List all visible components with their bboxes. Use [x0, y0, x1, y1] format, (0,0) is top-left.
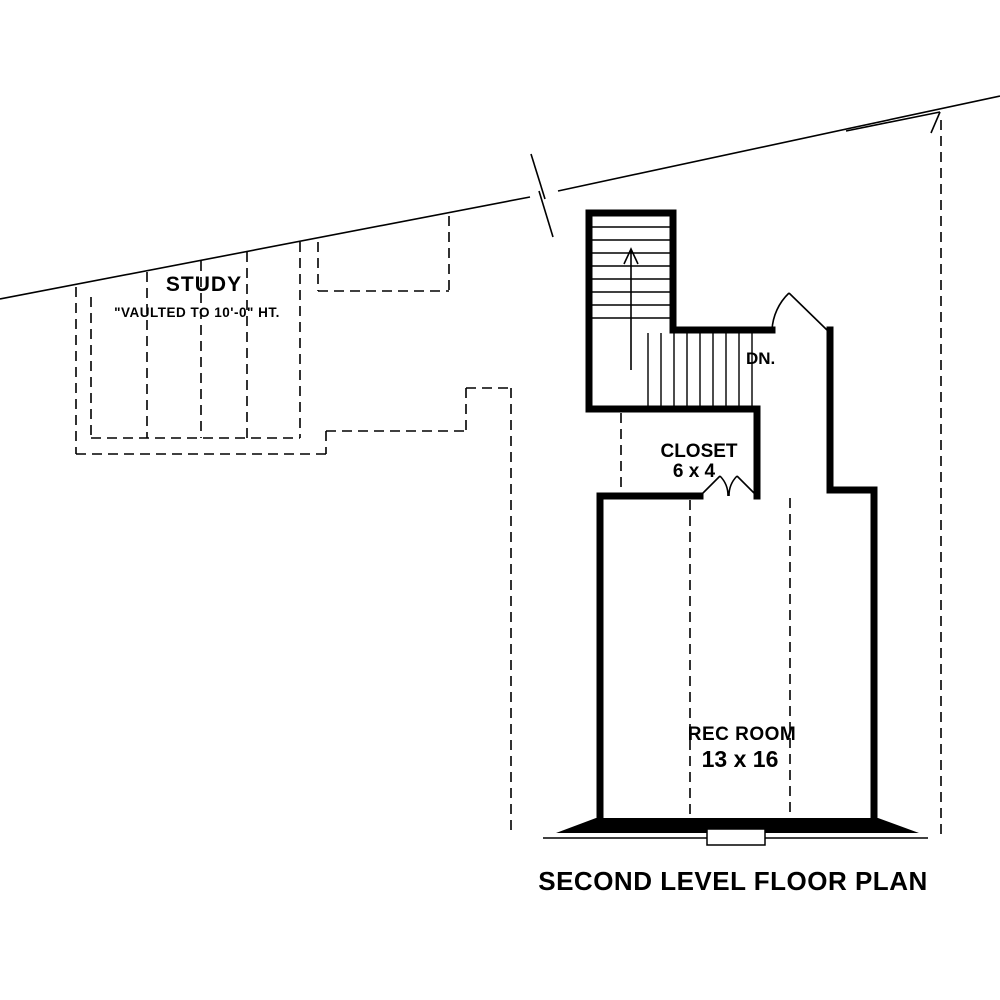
bottom-wall-band [543, 818, 928, 846]
study-ceiling-note: "VAULTED TO 10'-0" HT. [114, 305, 280, 320]
study-dashed-outline [75, 242, 327, 455]
closet-label: CLOSET [660, 441, 737, 462]
plan-title: SECOND LEVEL FLOOR PLAN [538, 866, 928, 896]
interior-dashed-lines [620, 413, 791, 818]
closet-double-door-swing [699, 475, 758, 497]
stairs-down-label: DN. [746, 349, 775, 368]
rec-room-label: REC ROOM [688, 724, 797, 745]
dormer-dashed-outline [317, 216, 450, 292]
dashed-reference-lines [75, 120, 942, 837]
rec-room-size-label: 13 x 16 [702, 746, 779, 772]
door-swings [699, 292, 828, 497]
lower-level-dashed-outline [326, 387, 512, 836]
bottom-window [706, 828, 766, 846]
landing-door-swing [771, 292, 828, 331]
exterior-walls [585, 209, 878, 828]
stairs-up-arrow-icon [623, 247, 639, 370]
closet-size-label: 6 x 4 [673, 461, 716, 482]
line-break-mark [530, 153, 554, 238]
study-label: STUDY [166, 273, 242, 296]
roof-slope-lines [0, 95, 1000, 300]
